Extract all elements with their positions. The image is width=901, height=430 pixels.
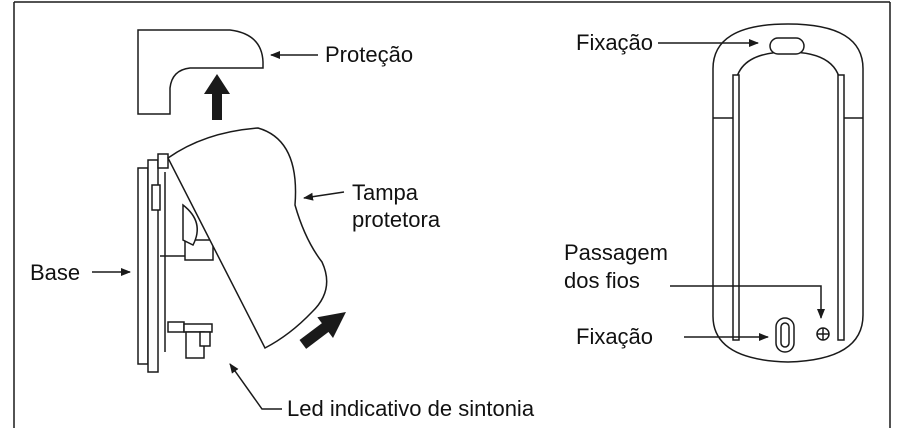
wire-pointer	[670, 285, 825, 319]
up-arrow	[204, 74, 230, 120]
label-fixacao-top: Fixação	[576, 30, 654, 55]
diagonal-arrow	[299, 311, 346, 349]
led-component	[167, 321, 213, 359]
label-passagem-line1: Passagem	[564, 240, 668, 265]
mounting-plate	[712, 23, 864, 363]
protective-cover	[167, 127, 328, 350]
label-tampa-line1: Tampa	[352, 180, 419, 205]
cover-pointer	[303, 191, 345, 201]
label-fixacao-bottom: Fixação	[576, 324, 654, 349]
label-led: Led indicativo de sintonia	[287, 396, 535, 421]
protection-part	[137, 29, 264, 115]
led-pointer	[229, 363, 282, 410]
label-passagem-line2: dos fios	[564, 268, 640, 293]
figure-frame	[13, 1, 891, 428]
base-part	[137, 153, 214, 373]
label-protecao: Proteção	[325, 42, 414, 67]
label-tampa-line2: protetora	[352, 207, 441, 232]
label-base: Base	[30, 260, 81, 285]
fixing-slot-top	[769, 37, 805, 55]
